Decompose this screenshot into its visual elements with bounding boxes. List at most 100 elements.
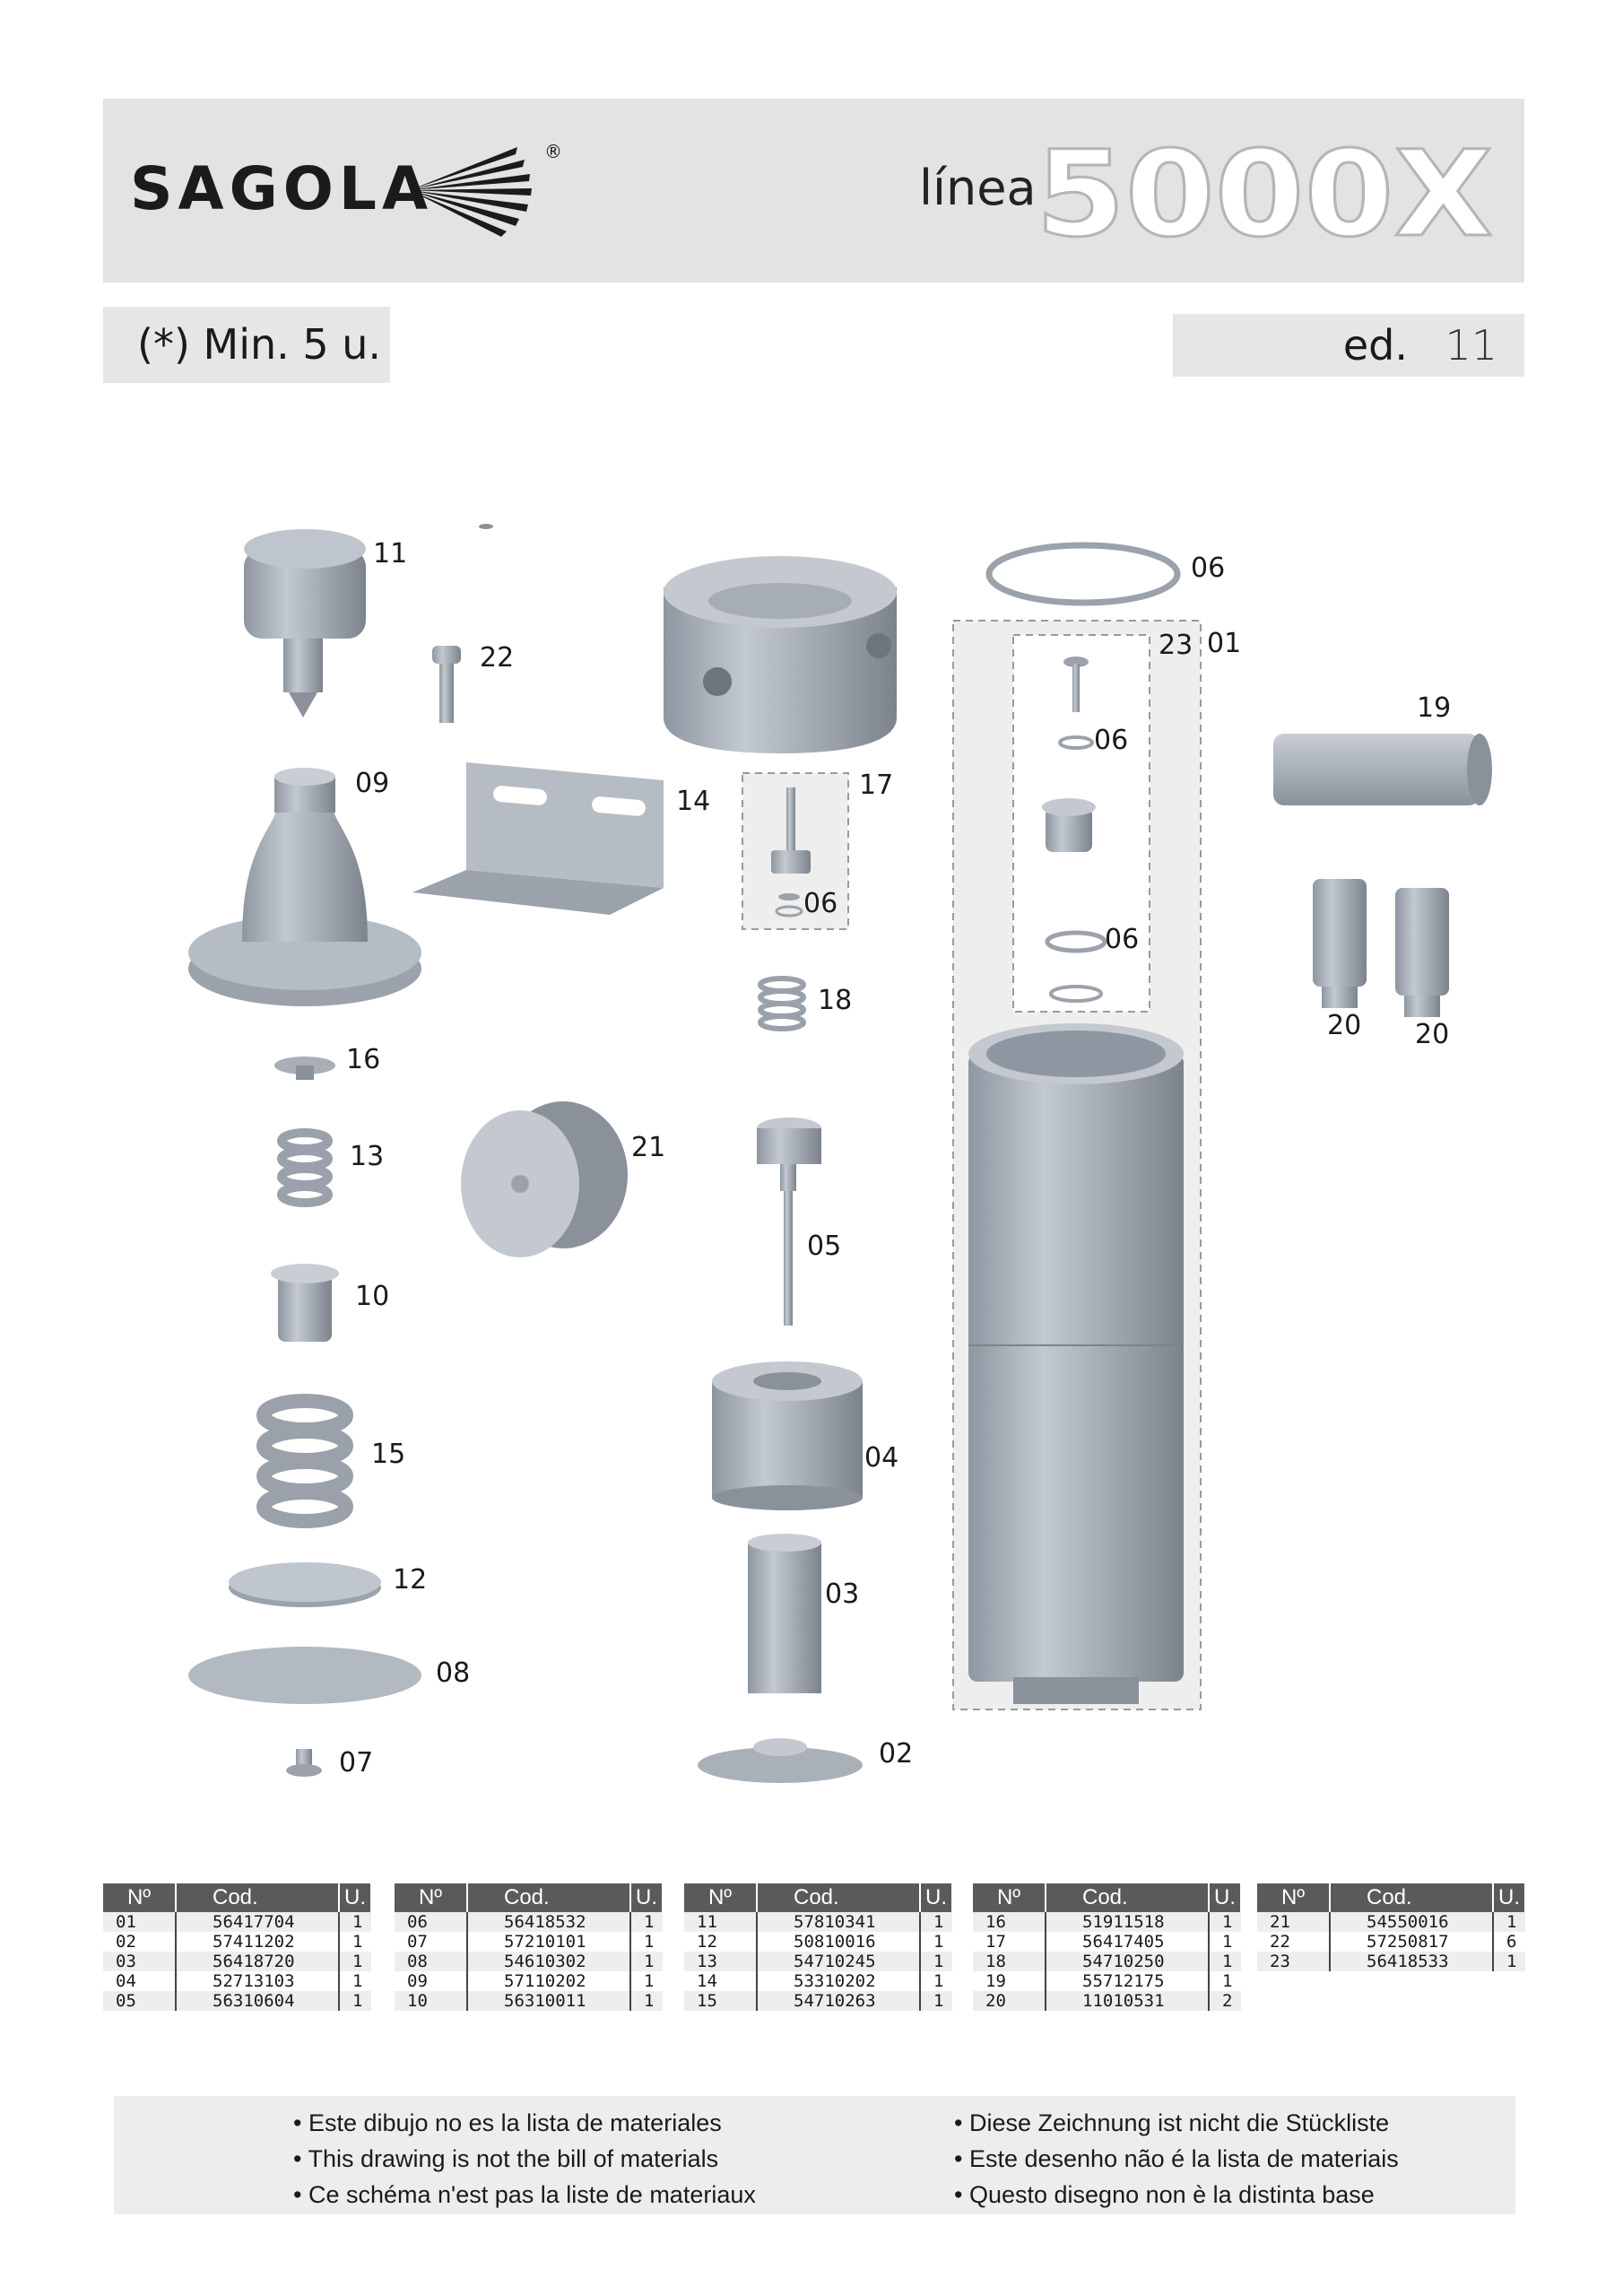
- disclaimer-de: Diese Zeichnung ist nicht die Stückliste: [954, 2105, 1399, 2141]
- disclaimer-right: Diese Zeichnung ist nicht die Stückliste…: [954, 2105, 1399, 2213]
- callout-20-a: 20: [1327, 1010, 1362, 1041]
- disclaimer-en: This drawing is not the bill of material…: [293, 2141, 756, 2177]
- callout-11: 11: [373, 538, 408, 570]
- callout-23: 23: [1159, 630, 1193, 661]
- callout-21: 21: [631, 1132, 666, 1163]
- part-19-fitting: [1273, 734, 1492, 805]
- callout-09: 09: [355, 768, 390, 799]
- callout-07: 07: [339, 1747, 374, 1779]
- callout-06-stem: 06: [803, 888, 838, 919]
- part-13-spring: [277, 1128, 333, 1207]
- part-20-connector-a: [1313, 879, 1367, 1008]
- callout-03: 03: [825, 1578, 860, 1610]
- callout-15: 15: [371, 1439, 406, 1470]
- part-09-bonnet: [188, 768, 421, 1006]
- disclaimer-it: Questo disegno non è la distinta base: [954, 2177, 1399, 2213]
- callout-19: 19: [1417, 692, 1452, 724]
- part-15-main-spring: [256, 1394, 353, 1528]
- header-banner: SAGOLA ® línea 5000X: [103, 99, 1524, 283]
- callout-06-drain-a: 06: [1094, 725, 1129, 756]
- callout-04: 04: [864, 1442, 899, 1474]
- callout-17: 17: [859, 770, 894, 801]
- part-06-oring-top: [985, 542, 1181, 606]
- callout-08: 08: [436, 1657, 471, 1689]
- callout-06-top: 06: [1191, 552, 1226, 584]
- min-order-note: (*) Min. 5 u.: [103, 307, 390, 383]
- svg-text:5000X: 5000X: [1036, 145, 1493, 244]
- part-11-adjust-knob: [244, 529, 366, 718]
- callout-12: 12: [393, 1564, 428, 1596]
- part-10-bushing: [271, 1264, 339, 1342]
- callout-06-drain-b: 06: [1105, 924, 1140, 955]
- disclaimer-pt: Este desenho não é la lista de materiais: [954, 2141, 1399, 2177]
- disclaimer-es: Este dibujo no es la lista de materiales: [293, 2105, 756, 2141]
- line-label: línea: [919, 160, 1037, 216]
- svg-text:®: ®: [544, 141, 562, 162]
- callout-02: 02: [879, 1738, 914, 1770]
- callout-20-b: 20: [1415, 1019, 1450, 1050]
- disclaimer-fr: Ce schéma n'est pas la liste de materiau…: [293, 2177, 756, 2213]
- callout-05: 05: [807, 1231, 842, 1262]
- part-02-baffle: [698, 1738, 863, 1783]
- callout-16: 16: [346, 1044, 381, 1075]
- part-body-housing: [479, 524, 897, 753]
- edition-label: ed.: [1342, 321, 1408, 370]
- disclaimer-box: Este dibujo no es la lista de materiales…: [114, 2096, 1515, 2214]
- callout-01: 01: [1207, 628, 1242, 659]
- part-08-diaphragm: [188, 1647, 421, 1704]
- disclaimer-left: Este dibujo no es la lista de materiales…: [293, 2105, 756, 2213]
- part-05-valve-piston: [757, 1118, 821, 1326]
- part-22-screw: [432, 646, 461, 723]
- part-20-connector-b: [1395, 888, 1449, 1017]
- callout-10: 10: [355, 1281, 390, 1312]
- edition-tag: ed. 11: [1173, 314, 1524, 377]
- model-logo: 5000X: [1036, 145, 1495, 244]
- edition-number: 11: [1445, 321, 1497, 370]
- part-04-deflector: [712, 1361, 863, 1510]
- sagola-wing-logo-icon: ®: [410, 141, 562, 237]
- part-23-drain-valve: [1042, 657, 1107, 1003]
- brand-logo-text: SAGOLA: [130, 154, 434, 223]
- callout-14: 14: [676, 786, 711, 817]
- part-18-spring: [758, 976, 806, 1031]
- part-01-bowl: [968, 1023, 1184, 1704]
- part-07-screw: [286, 1749, 322, 1777]
- part-12-spring-plate: [229, 1562, 381, 1607]
- callout-18: 18: [818, 985, 853, 1016]
- part-16-valve-seat: [274, 1057, 335, 1080]
- callout-13: 13: [350, 1141, 385, 1172]
- part-17-valve-stem: [771, 787, 811, 918]
- part-21-pressure-gauge: [461, 1101, 628, 1257]
- part-14-mounting-bracket: [412, 762, 664, 915]
- part-03-tube: [748, 1534, 821, 1693]
- callout-22: 22: [480, 642, 515, 674]
